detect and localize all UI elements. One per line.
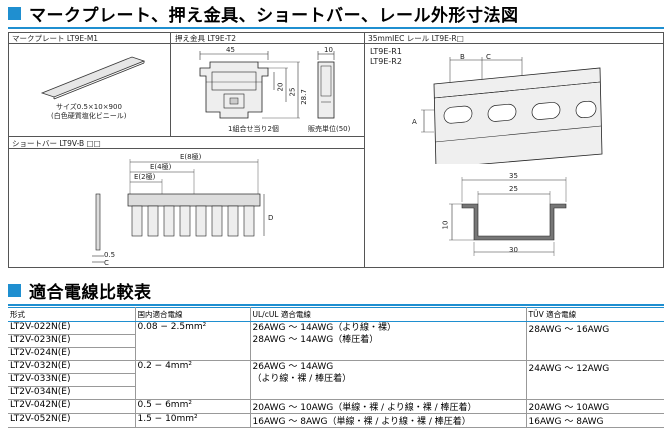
table-row: LT2V-032N(E) 0.2 − 4mm² 26AWG ～ 14AWG （よ… [8, 360, 664, 400]
shortbar-drawing [92, 159, 265, 263]
markplate-strip [40, 56, 146, 98]
ul-cell: 26AWG ～ 14AWG（より線・裸） 28AWG ～ 14AWG（棒圧着） [250, 321, 527, 361]
shortbar-label-05: 0.5 [104, 251, 116, 259]
header-tuv: TÜV 適合電線 [526, 307, 664, 322]
markplate-size: サイズ0.5×10×900 [56, 103, 122, 111]
table-row: LT2V-024N(E) [8, 347, 664, 361]
shortbar-label-d: D [268, 214, 274, 222]
tuv-cell: 16AWG ～ 8AWG [526, 413, 664, 428]
header-ul: UL/cUL 適合電線 [250, 307, 527, 322]
table-row: LT2V-034N(E) [8, 386, 664, 400]
domestic-cell: 0.2 − 4mm² [135, 360, 251, 400]
heading-square-icon [8, 6, 21, 20]
ul-line: 28AWG ～ 14AWG（棒圧着） [252, 335, 379, 345]
markplate-caption: マークプレート LT9E-M1 [12, 34, 99, 43]
shortbar-label-c: C [104, 259, 109, 267]
markplate-material: (白色硬質塩化ビニール) [51, 112, 127, 120]
model-cell: LT2V-032N(E) [8, 360, 136, 374]
clamp-set-note: 1組合せ当り2個 [228, 125, 279, 133]
clamp-side-view [317, 61, 335, 119]
model-cell: LT2V-023N(E) [8, 334, 136, 348]
model-cell: LT2V-022N(E) [8, 321, 136, 335]
rail-label-c: C [486, 53, 491, 61]
table-row: LT2V-022N(E) 0.08 − 2.5mm² 26AWG ～ 14AWG… [8, 321, 664, 361]
heading-square-icon [8, 283, 21, 297]
ul-cell: 26AWG ～ 14AWG （より線・裸 / 棒圧着） [250, 360, 527, 400]
shortbar-side-view [95, 193, 101, 251]
model-cell: LT2V-034N(E) [8, 386, 136, 400]
caption-underline [8, 148, 364, 149]
section-title: マークプレート、押え金具、ショートバー、レール外形寸法図 [29, 5, 519, 26]
table-row: LT2V-042N(E) 0.5 − 6mm² 20AWG ～ 10AWG（単線… [8, 399, 664, 414]
table-row: LT2V-033N(E) [8, 373, 664, 387]
clamp-dim-25: 25 [288, 87, 297, 97]
rail-profile [461, 203, 567, 241]
rail-dim-30: 30 [509, 246, 518, 254]
rail-dim-10: 10 [441, 220, 450, 230]
ul-cell: 16AWG ～ 8AWG（単線・裸 / より線・裸 / 棒圧着） [250, 413, 527, 428]
drawing-frame [8, 32, 664, 268]
ul-line: （より線・裸 / 棒圧着） [252, 374, 352, 384]
heading-rule [8, 27, 664, 29]
table-header-row: 形式 国内適合電線 UL/cUL 適合電線 TÜV 適合電線 [8, 307, 664, 322]
header-model: 形式 [8, 307, 136, 322]
rail-body [433, 67, 603, 164]
shortbar-body [127, 193, 261, 207]
divider [364, 32, 365, 268]
heading-rule [8, 304, 664, 306]
tuv-cell: 20AWG ～ 10AWG [526, 399, 664, 414]
tuv-cell: 24AWG ～ 12AWG [526, 360, 664, 400]
tuv-cell: 28AWG ～ 16AWG [526, 321, 664, 361]
ul-cell: 20AWG ～ 10AWG（単線・裸 / より線・裸 / 棒圧着） [250, 399, 527, 414]
shortbar-caption: ショートバー LT9V-B □□ [12, 139, 101, 148]
divider [8, 136, 364, 137]
section-title: 適合電線比較表 [29, 282, 152, 303]
shortbar-label-e8: E(8極) [180, 153, 202, 161]
domestic-cell: 0.5 − 6mm² [135, 399, 251, 414]
rail-caption: 35mmIEC レール LT9E-R□ [368, 34, 464, 43]
shortbar-label-e2: E(2極) [134, 173, 156, 181]
domestic-cell: 0.08 − 2.5mm² [135, 321, 251, 361]
rail-label-b: B [460, 53, 465, 61]
section-heading-dimensions: マークプレート、押え金具、ショートバー、レール外形寸法図 [8, 2, 519, 26]
rail-section-drawing [449, 177, 567, 256]
caption-underline [170, 43, 364, 44]
divider [170, 32, 171, 136]
rail-top-drawing [421, 57, 603, 164]
rail-model-1: LT9E-R1 [370, 47, 402, 56]
clamp-dim-20: 20 [276, 82, 285, 92]
model-cell: LT2V-033N(E) [8, 373, 136, 387]
table-row: LT2V-052N(E) 1.5 − 10mm² 16AWG ～ 8AWG（単線… [8, 413, 664, 428]
model-cell: LT2V-042N(E) [8, 399, 136, 414]
table-row: LT2V-023N(E) [8, 334, 664, 348]
clamp-dim-45: 45 [226, 46, 235, 54]
caption-underline [364, 43, 664, 44]
header-domestic: 国内適合電線 [135, 307, 251, 322]
model-cell: LT2V-052N(E) [8, 413, 136, 428]
ul-line: 26AWG ～ 14AWG [252, 362, 334, 372]
domestic-cell: 1.5 − 10mm² [135, 413, 251, 428]
clamp-dim-10: 10 [324, 46, 333, 54]
rail-label-a: A [412, 118, 417, 126]
section-heading-wire-table: 適合電線比較表 [8, 279, 152, 303]
clamp-dim-28-7: 28.7 [299, 89, 308, 105]
rail-dim-35: 35 [509, 172, 518, 180]
model-cell: LT2V-024N(E) [8, 347, 136, 361]
rail-dim-25: 25 [509, 185, 518, 193]
caption-underline [8, 43, 170, 44]
clamp-drawing [199, 51, 335, 119]
clamp-unit-note: 販売単位(50) [308, 125, 351, 133]
wire-compat-table: 形式 国内適合電線 UL/cUL 適合電線 TÜV 適合電線 LT2V-022N… [8, 307, 664, 428]
ul-line: 26AWG ～ 14AWG（より線・裸） [252, 323, 397, 333]
markplate-drawing [40, 56, 146, 100]
rail-model-2: LT9E-R2 [370, 57, 402, 66]
clamp-caption: 押え金具 LT9E-T2 [175, 34, 236, 43]
shortbar-label-e4: E(4極) [150, 163, 172, 171]
